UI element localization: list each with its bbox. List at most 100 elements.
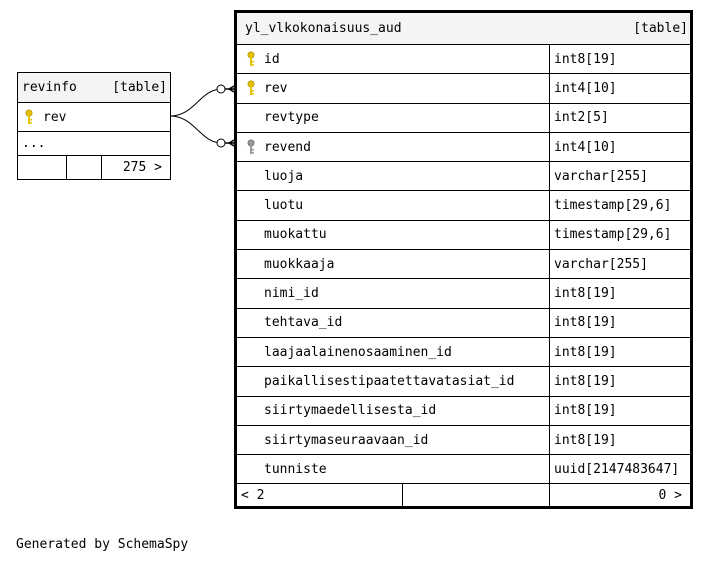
column-type-cell: int2[5] [550, 104, 609, 132]
table-footer: 275 > [18, 156, 170, 179]
primary-key-icon [25, 109, 33, 124]
column-type: timestamp[29,6] [554, 227, 672, 243]
column-name: muokkaaja [264, 256, 335, 272]
column-name-cell: tehtava_id [237, 308, 550, 337]
primary-key-icon [247, 51, 255, 67]
column-name: id [264, 51, 280, 67]
column-row[interactable]: nimi_id int8[19] [237, 279, 690, 309]
column-row[interactable]: siirtymaseuraavaan_id int8[19] [237, 425, 690, 456]
column-name: revend [264, 139, 311, 155]
column-row[interactable]: revend int4[10] [237, 132, 690, 163]
column-name: siirtymaedellisesta_id [264, 403, 437, 419]
column-type-cell: int8[19] [550, 367, 617, 395]
column-name-cell: id [237, 45, 550, 74]
table-revinfo[interactable]: revinfo [table] rev ... 275 > [17, 72, 171, 180]
column-row[interactable]: revtype int2[5] [237, 103, 690, 133]
column-name-cell: laajaalainenosaaminen_id [237, 337, 550, 367]
column-name: tehtava_id [264, 315, 343, 331]
column-row[interactable]: paikallisestipaatettavatasiat_id int8[19] [237, 367, 690, 397]
column-row[interactable]: rev int4[10] [237, 74, 690, 104]
column-type-cell: int4[10] [550, 133, 617, 161]
table-name: revinfo [22, 80, 77, 95]
column-name-cell: muokattu [237, 220, 550, 250]
column-name-cell: paikallisestipaatettavatasiat_id [237, 367, 550, 396]
footer-cell-left [18, 156, 67, 179]
column-type: int8[19] [554, 286, 617, 302]
column-type-cell: int8[19] [550, 397, 617, 425]
children-count: 275 > [122, 160, 162, 175]
column-type: int8[19] [554, 373, 617, 389]
column-name: luoja [264, 168, 304, 184]
column-name: laajaalainenosaaminen_id [264, 344, 452, 360]
column-type-cell: int8[19] [550, 45, 617, 73]
column-row[interactable]: muokkaaja varchar[255] [237, 250, 690, 280]
column-type: int4[10] [554, 80, 617, 96]
foreign-key-icon [247, 139, 255, 155]
column-row[interactable]: id int8[19] [237, 45, 690, 75]
table-name: yl_vlkokonaisuus_aud [245, 21, 402, 36]
column-type: timestamp[29,6] [554, 198, 672, 214]
column-name: paikallisestipaatettavatasiat_id [264, 373, 515, 389]
crow-circle-rev [216, 84, 226, 94]
table-kind: [table] [112, 80, 167, 95]
column-name: rev [264, 80, 288, 96]
column-name: revtype [264, 110, 319, 126]
primary-key-icon [247, 80, 255, 96]
table-kind: [table] [633, 21, 688, 36]
generated-by-label: Generated by SchemaSpy [16, 537, 189, 552]
column-name-cell: siirtymaedellisesta_id [237, 396, 550, 425]
column-type: varchar[255] [554, 256, 648, 272]
column-name-cell: rev [237, 74, 550, 103]
column-name-cell: tunniste [237, 455, 550, 484]
column-name-cell: luoja [237, 162, 550, 191]
column-row[interactable]: luoja varchar[255] [237, 162, 690, 192]
column-name: tunniste [264, 461, 327, 477]
column-type-cell: int8[19] [550, 309, 617, 337]
footer-cell-right[interactable]: 275 > [102, 156, 170, 179]
footer-cell-middle [403, 484, 550, 508]
column-type-cell: int8[19] [550, 426, 617, 454]
ellipsis: ... [22, 136, 46, 151]
column-type-cell: uuid[2147483647] [550, 455, 679, 483]
column-type-cell: int4[10] [550, 74, 617, 102]
column-type: varchar[255] [554, 168, 648, 184]
footer-cell-left[interactable]: < 2 [237, 484, 403, 508]
column-name: siirtymaseuraavaan_id [264, 432, 429, 448]
column-name: rev [43, 109, 67, 125]
column-row[interactable]: siirtymaedellisesta_id int8[19] [237, 396, 690, 426]
column-name: muokattu [264, 227, 327, 243]
column-type-cell: varchar[255] [550, 250, 648, 278]
parents-count: < 2 [241, 488, 265, 504]
crow-circle-revend [216, 138, 226, 148]
column-name: nimi_id [264, 286, 319, 302]
edge-revend [169, 115, 223, 144]
column-type: int8[19] [554, 403, 617, 419]
column-type: int8[19] [554, 51, 617, 67]
column-type-cell: timestamp[29,6] [550, 191, 671, 219]
column-type: int8[19] [554, 344, 617, 360]
ellipsis-row: ... [18, 132, 170, 156]
table-header[interactable]: yl_vlkokonaisuus_aud [table] [237, 13, 690, 45]
column-type: uuid[2147483647] [554, 461, 680, 477]
column-row[interactable]: muokattu timestamp[29,6] [237, 220, 690, 251]
footer-cell-middle [67, 156, 102, 179]
column-name-cell: siirtymaseuraavaan_id [237, 425, 550, 455]
column-name-cell: revend [237, 132, 550, 162]
table-header[interactable]: revinfo [table] [18, 73, 170, 103]
column-row[interactable]: tehtava_id int8[19] [237, 308, 690, 338]
column-name-cell: muokkaaja [237, 250, 550, 279]
column-name-cell: nimi_id [237, 279, 550, 308]
column-name-cell: revtype [237, 103, 550, 132]
table-yl-vlkokonaisuus-aud[interactable]: yl_vlkokonaisuus_aud [table] id int8[19] r… [234, 10, 693, 509]
column-type-cell: int8[19] [550, 279, 617, 307]
footer-cell-right[interactable]: 0 > [550, 484, 690, 507]
children-count: 0 > [658, 488, 682, 504]
column-name-cell: luotu [237, 191, 550, 220]
column-type: int8[19] [554, 432, 617, 448]
column-row[interactable]: laajaalainenosaaminen_id int8[19] [237, 337, 690, 368]
column-type-cell: timestamp[29,6] [550, 221, 671, 249]
column-row[interactable]: tunniste uuid[2147483647] [237, 455, 690, 485]
column-type-cell: int8[19] [550, 338, 617, 366]
column-row[interactable]: rev [18, 103, 170, 132]
